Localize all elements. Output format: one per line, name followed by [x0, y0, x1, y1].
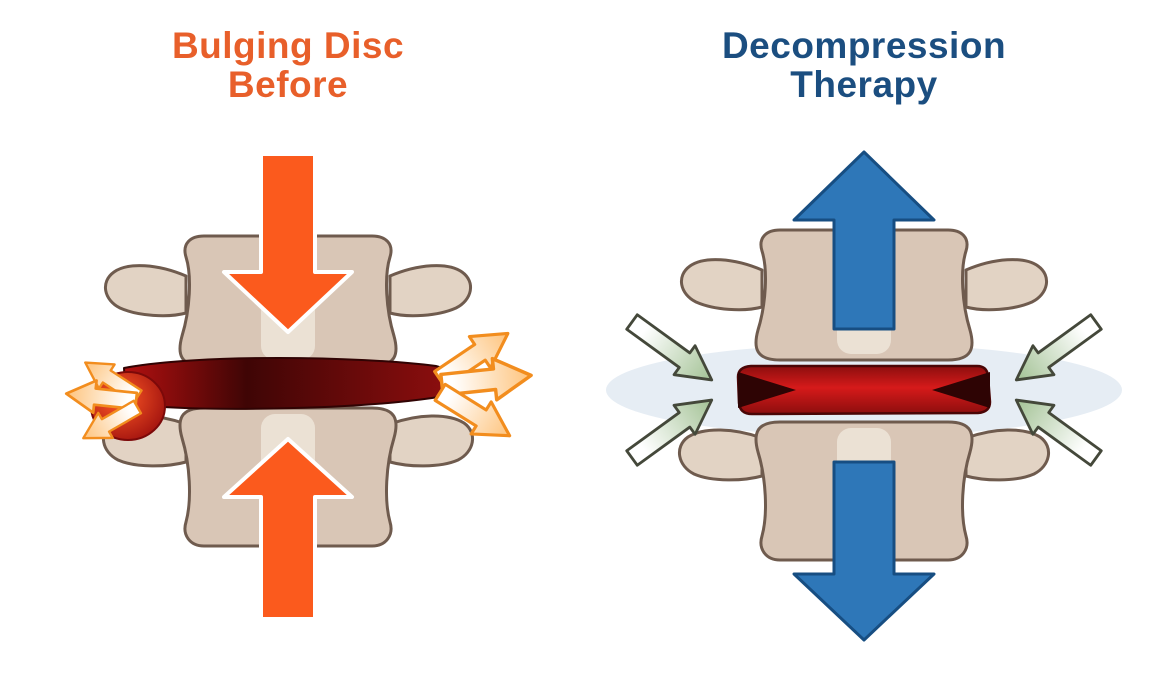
disc-notch-right [932, 372, 990, 409]
traction-arrow-down-icon [792, 460, 936, 642]
right-title-line2: Therapy [790, 64, 938, 106]
left-panel-title: Bulging Disc Before [171, 25, 405, 106]
compression-arrow-down-icon [222, 152, 354, 335]
bulging-disc-panel: Bulging Disc Before [63, 25, 536, 622]
compression-arrow-up-icon [222, 437, 354, 622]
right-panel-title: Decompression Therapy [721, 25, 1007, 106]
disc-notch-left [738, 372, 796, 409]
bulging-disc-illustration [63, 152, 536, 622]
bulging-disc [123, 357, 449, 411]
traction-arrow-up-icon [792, 150, 936, 331]
decompression-panel: Decompression Therapy [576, 0, 1152, 684]
left-title-line2: Before [227, 64, 349, 106]
decompression-illustration [606, 150, 1122, 642]
left-title-line1: Bulging Disc [171, 25, 405, 66]
right-title-line1: Decompression [721, 25, 1007, 66]
